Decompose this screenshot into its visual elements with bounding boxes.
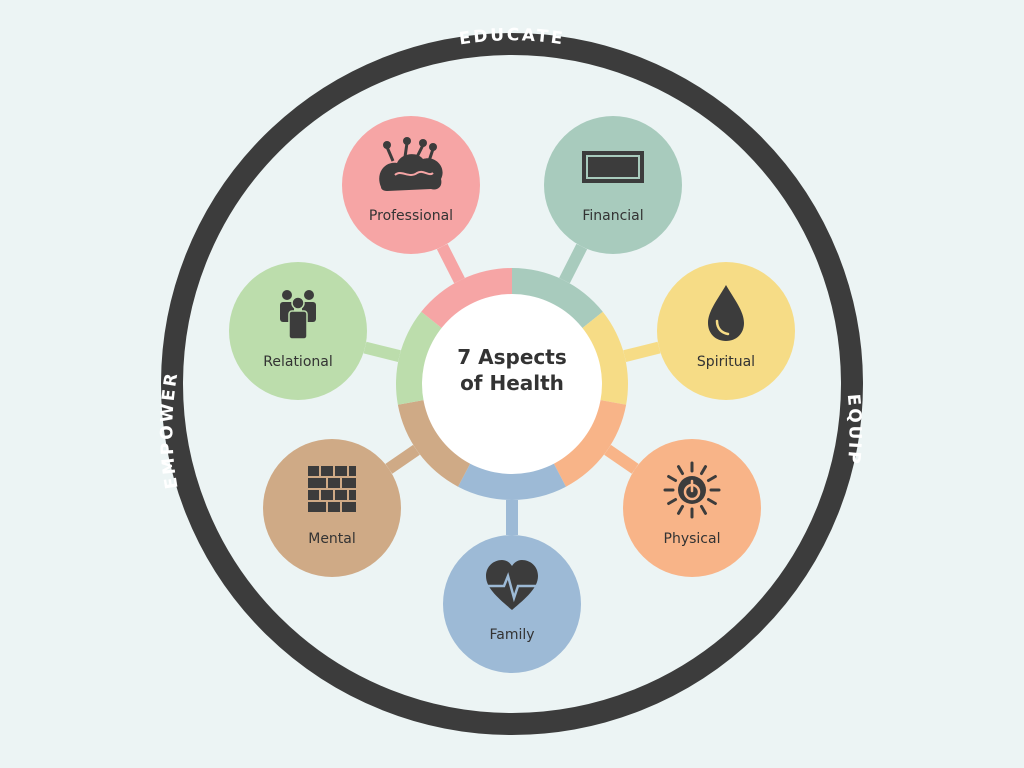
- aspect-bubble-relational: Relational: [229, 262, 367, 400]
- outer-ring: [161, 33, 863, 735]
- ring-word-equip: EQUIP: [843, 393, 865, 467]
- aspect-label-spiritual: Spiritual: [697, 354, 755, 370]
- hub-ring: [396, 268, 628, 500]
- aspect-bubble-financial: Financial: [544, 116, 682, 254]
- connector-line: [623, 341, 661, 362]
- aspect-bubble-family: Family: [443, 535, 581, 673]
- hub-segment: [397, 399, 472, 487]
- aspect-bubbles: Professional FinancialSpiritualPhysicalFa…: [229, 116, 795, 673]
- hub-segment: [552, 399, 627, 487]
- sun-power-icon: [663, 461, 721, 519]
- ring-word-empower: EMPOWER: [157, 370, 182, 491]
- center-circle: [422, 294, 602, 474]
- aspect-label-physical: Physical: [664, 531, 721, 547]
- hub-segment: [580, 311, 628, 405]
- connector-line: [385, 444, 420, 474]
- aspect-label-professional: Professional: [369, 208, 453, 224]
- connector-lines: [363, 243, 661, 535]
- brain-growth-icon: [379, 137, 443, 191]
- aspect-label-mental: Mental: [308, 531, 356, 547]
- hub-segment: [458, 461, 566, 500]
- connector-line: [604, 444, 639, 474]
- hub-segment: [396, 311, 444, 405]
- aspect-bubble-mental: Mental: [263, 439, 401, 577]
- connector-line: [436, 243, 465, 284]
- brick-wall-icon: [308, 466, 356, 512]
- aspect-label-relational: Relational: [263, 354, 332, 370]
- aspect-label-family: Family: [489, 627, 534, 643]
- aspect-bubble-professional: Professional: [342, 116, 480, 254]
- people-group-icon: [280, 290, 316, 340]
- center-title-line1: 7 Aspects: [457, 345, 566, 369]
- water-drop-icon: [708, 285, 744, 341]
- aspect-bubble-physical: Physical: [623, 439, 761, 577]
- banknote-icon: [582, 151, 644, 183]
- hub-segment: [512, 268, 603, 330]
- aspect-label-financial: Financial: [582, 208, 643, 224]
- hub-segment: [421, 268, 512, 330]
- connector-line: [559, 243, 588, 284]
- bubble-circle: [544, 116, 682, 254]
- connector-line: [363, 341, 401, 362]
- center-title-line2: of Health: [460, 371, 564, 395]
- aspect-bubble-spiritual: Spiritual: [657, 262, 795, 400]
- heartbeat-icon: [482, 560, 542, 610]
